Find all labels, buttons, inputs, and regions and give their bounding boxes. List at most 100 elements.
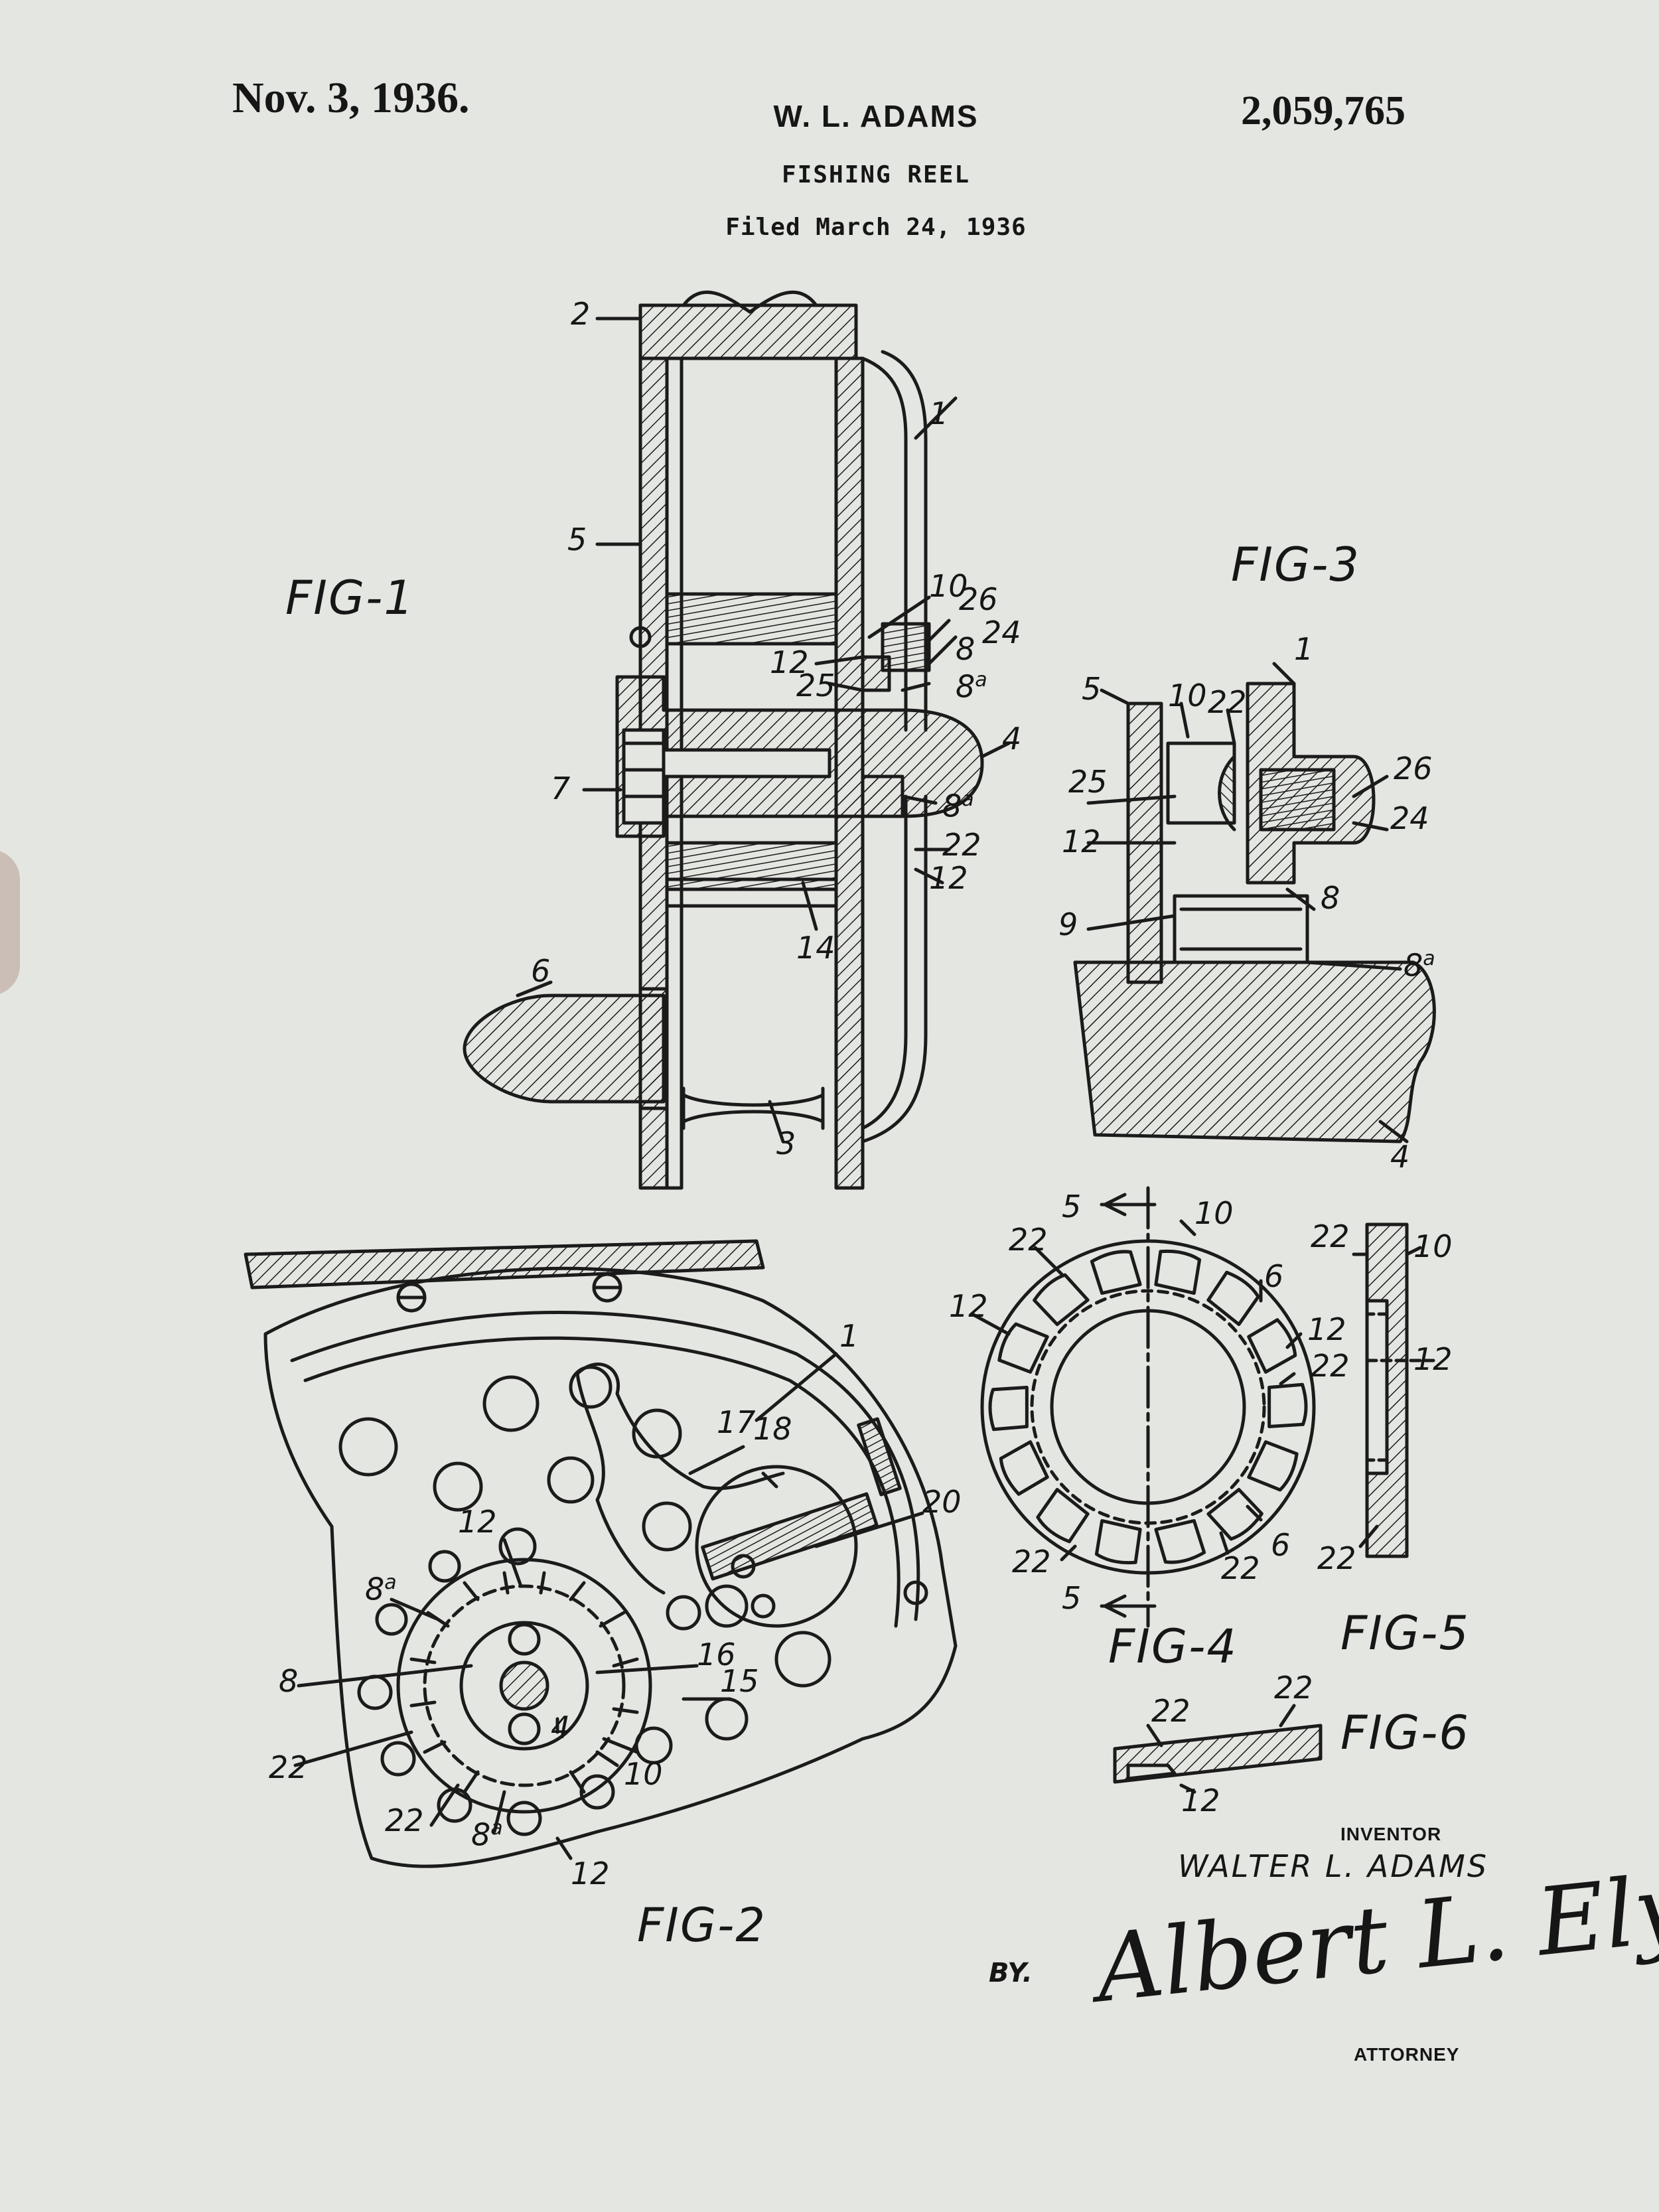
fig6-caption: FIG-6 — [1340, 1706, 1470, 1760]
fig1-ref-8a: 8a — [942, 788, 974, 824]
fig2-ref-22: 22 — [385, 1803, 424, 1838]
fig1-ref-1: 1 — [929, 396, 949, 431]
ratchet-tooth — [988, 1386, 1029, 1432]
fig2-drawing — [244, 1239, 958, 1868]
fig3-drawing — [1073, 662, 1436, 1143]
fig1-caption: FIG-1 — [285, 571, 415, 625]
fig1-ref-14: 14 — [796, 930, 835, 966]
inventor-label: INVENTOR — [1340, 1824, 1442, 1844]
fig3-ref-4: 4 — [1390, 1139, 1410, 1175]
fig1-ref-3: 3 — [776, 1126, 796, 1161]
fig1-ref-5: 5 — [567, 522, 587, 557]
fig4-caption: FIG-4 — [1108, 1619, 1238, 1674]
fig4-ref-5: 5 — [1062, 1580, 1082, 1616]
ratchet-tooth — [1247, 1318, 1297, 1374]
attorney-label: ATTORNEY — [1354, 2044, 1460, 2065]
fig2-ref-18: 18 — [753, 1411, 792, 1447]
fig4-drawing — [970, 1186, 1316, 1628]
fig2-ref-8: 8 — [279, 1663, 299, 1699]
fig6-ref-12: 12 — [1181, 1783, 1220, 1818]
fig2-ref-20: 20 — [922, 1484, 962, 1520]
fig3-ref-24: 24 — [1390, 800, 1429, 836]
thumb-shadow — [0, 849, 20, 995]
filed-date: Filed March 24, 1936 — [725, 214, 1027, 241]
fig2-ref-10: 10 — [624, 1756, 663, 1792]
patent-date: Nov. 3, 1936. — [232, 74, 470, 122]
fig4-ref-22: 22 — [1009, 1222, 1048, 1258]
fig5-ref-22: 22 — [1311, 1218, 1350, 1254]
fig2-ref-1: 1 — [839, 1318, 859, 1354]
inventor-name: WALTER L. ADAMS — [1178, 1848, 1489, 1884]
fig5-caption: FIG-5 — [1340, 1606, 1470, 1660]
fig3-ref-8a: 8a — [1404, 947, 1435, 984]
fig2-ref-16: 16 — [697, 1637, 736, 1672]
fig1-ref-8: 8 — [956, 631, 975, 667]
ratchet-tooth — [1094, 1519, 1142, 1565]
fig3-ref-25: 25 — [1068, 764, 1108, 800]
ratchet-tooth — [1154, 1519, 1206, 1564]
fig2-ref-8a: 8a — [365, 1571, 397, 1607]
fig4-ref-22: 22 — [1221, 1550, 1260, 1586]
fig1-ref-12: 12 — [929, 860, 968, 896]
fig4-ref-22: 22 — [1012, 1544, 1051, 1580]
fig3-ref-1: 1 — [1294, 631, 1314, 667]
ratchet-teeth — [988, 1249, 1308, 1565]
fig3-caption: FIG-3 — [1231, 538, 1360, 592]
fig5-ref-22: 22 — [1317, 1540, 1356, 1576]
fig3-ref-9: 9 — [1058, 907, 1078, 942]
fig4-ref-10: 10 — [1194, 1195, 1234, 1231]
ratchet-tooth — [1206, 1487, 1263, 1541]
inventor-header: W. L. ADAMS — [773, 99, 979, 133]
fig2-ref-17: 17 — [717, 1404, 756, 1440]
fig2-ref-22: 22 — [269, 1749, 308, 1785]
fig4-ref-6: 6 — [1271, 1527, 1291, 1563]
fig4-ref-5: 5 — [1062, 1189, 1082, 1224]
fig1-ref-22: 22 — [942, 827, 981, 863]
fig1-ref-24: 24 — [982, 615, 1021, 650]
ratchet-tooth — [997, 1322, 1049, 1374]
ratchet-tooth — [1206, 1270, 1260, 1327]
fig1-ref-6: 6 — [531, 953, 551, 989]
invention-title: FISHING REEL — [781, 161, 971, 188]
fig2-caption: FIG-2 — [637, 1898, 766, 1953]
fig2-ref-12: 12 — [571, 1856, 610, 1891]
fig1-ref-7: 7 — [551, 771, 571, 806]
fig2-ref-8a: 8a — [471, 1816, 503, 1853]
fig1-ref-4: 4 — [1002, 721, 1022, 757]
ratchet-tooth — [999, 1440, 1049, 1496]
fig2-ref-4: 4 — [551, 1710, 571, 1745]
ratchet-tooth — [1154, 1249, 1202, 1295]
ratchet-tooth — [1247, 1440, 1299, 1492]
fig3-ref-5: 5 — [1082, 671, 1102, 707]
fig3-ref-10: 10 — [1168, 678, 1207, 713]
fig4-ref-12: 12 — [949, 1288, 988, 1324]
fig1-drawing — [463, 290, 1011, 1190]
ratchet-tooth — [1033, 1273, 1090, 1327]
fig5-ref-12: 12 — [1413, 1341, 1453, 1377]
fig4-ref-22: 22 — [1311, 1348, 1350, 1384]
patent-number: 2,059,765 — [1241, 88, 1406, 133]
fig6-drawing — [1113, 1704, 1323, 1794]
fig6-ref-22: 22 — [1274, 1670, 1313, 1706]
fig2-ref-12: 12 — [458, 1504, 497, 1540]
by-label: BY. — [989, 1958, 1033, 1988]
fig3-ref-26: 26 — [1394, 751, 1433, 786]
fig1-ref-2: 2 — [571, 296, 591, 332]
fig4-ref-12: 12 — [1307, 1311, 1346, 1347]
fig6-ref-22: 22 — [1151, 1693, 1190, 1729]
fig5-ref-10: 10 — [1413, 1228, 1453, 1264]
ratchet-tooth — [1267, 1382, 1308, 1428]
fig1-ref-8a: 8a — [956, 668, 987, 705]
fig1-ref-25: 25 — [796, 668, 835, 703]
fig4-ref-6: 6 — [1264, 1258, 1284, 1294]
fig1-ref-10: 10 — [929, 568, 968, 604]
ratchet-tooth — [1090, 1250, 1142, 1295]
fig1-ref-12: 12 — [770, 644, 809, 680]
fig3-ref-22: 22 — [1208, 684, 1247, 720]
fig3-ref-8: 8 — [1321, 880, 1340, 916]
fig1-ref-26: 26 — [959, 581, 998, 617]
ratchet-tooth — [1036, 1487, 1090, 1544]
fig5-drawing — [1352, 1222, 1435, 1558]
fig2-ref-15: 15 — [720, 1663, 759, 1699]
